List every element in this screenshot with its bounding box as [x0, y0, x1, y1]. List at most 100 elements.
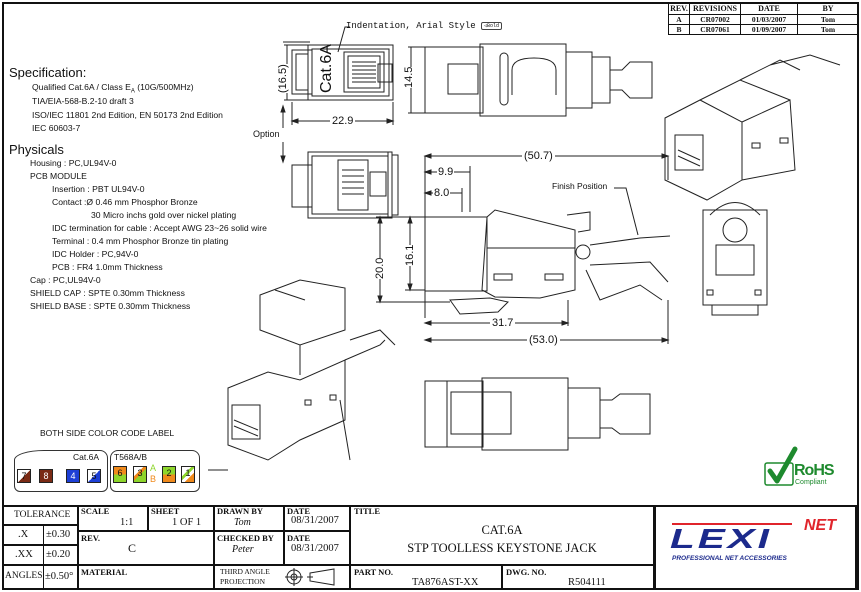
- isometric-view-assembled: [664, 54, 841, 201]
- spec-line: IEC 60603-7: [32, 123, 81, 133]
- spec-line: TIA/EIA-568-B.2-10 draft 3: [32, 96, 134, 106]
- front-view-top: [280, 26, 395, 164]
- t568-label-box: [110, 450, 200, 492]
- drawn-by-signature: Tom: [234, 517, 251, 528]
- sheet-value: 1 OF 1: [172, 517, 202, 528]
- rohs-compliant-text: Compliant: [795, 479, 827, 486]
- scale-value: 1:1: [120, 517, 134, 528]
- scale-label: SCALE: [81, 506, 110, 516]
- drawn-by-label: DRAWN BY: [217, 506, 264, 516]
- checked-date-value: 08/31/2007: [291, 543, 339, 554]
- tolerance-cell: [2, 505, 78, 525]
- part-no-label: PART NO.: [354, 567, 394, 577]
- rohs-text: RoHS: [794, 462, 835, 479]
- revision-table: REV. REVISIONS DATE BY A CR07002 01/03/2…: [668, 2, 859, 35]
- color-code-title: BOTH SIDE COLOR CODE LABEL: [40, 428, 175, 438]
- cat6a-label-text: Cat.6A: [73, 452, 99, 462]
- tolerance-label: TOLERANCE: [14, 510, 71, 520]
- xx-tolerance-value: ±0.20: [46, 549, 71, 560]
- dim-22-9: 22.9: [330, 115, 356, 127]
- spec-class-suffix: (10G/500MHz): [134, 82, 194, 92]
- physicals-line: Terminal : 0.4 mm Phosphor Bronze tin pl…: [52, 236, 229, 246]
- title-line-1: CAT.6A: [481, 523, 523, 537]
- spec-class-subscript: A: [130, 88, 135, 95]
- physicals-line: SHIELD BASE : SPTE 0.30mm Thickness: [30, 301, 191, 311]
- projection-line2: PROJECTION: [220, 577, 266, 586]
- rev-label: REV.: [81, 533, 100, 543]
- spec-line: ISO/IEC 11801 2nd Edition, EN 50173 2nd …: [32, 110, 223, 120]
- rohs-check-icon: [764, 446, 798, 486]
- table-row: B CR07061 01/09/2007 Tom: [668, 24, 859, 35]
- dim-9-9: 9.9: [437, 166, 455, 178]
- physicals-line: IDC termination for cable : Accept AWG 2…: [52, 223, 267, 233]
- label-pointer-line: [339, 399, 351, 461]
- logo-cell: [654, 505, 857, 590]
- physicals-line: Contact :Ø 0.46 mm Phosphor Bronze: [52, 197, 198, 207]
- material-label: MATERIAL: [81, 567, 128, 577]
- dim-16-1: 16.1: [404, 244, 416, 266]
- pin-5-swatch: 5: [87, 469, 101, 483]
- drawn-date-value: 08/31/2007: [291, 515, 339, 526]
- projection-line1: THIRD ANGLE: [220, 567, 270, 576]
- dim-53-0: (53.0): [527, 334, 560, 346]
- by-cell: Tom: [797, 24, 859, 35]
- exploded-isometric-view: [227, 279, 396, 461]
- x-tolerance-value: ±0.30: [46, 529, 71, 540]
- angles-label: ANGLES: [5, 571, 43, 581]
- logo-brand-suffix: NET: [804, 517, 836, 534]
- drawn-date-label: DATE: [287, 506, 310, 516]
- pin-1-swatch: 1: [181, 466, 195, 483]
- cat6a-label-box: [14, 450, 108, 492]
- dim-50-7: (50.7): [522, 150, 555, 162]
- pin-6-swatch: 6: [113, 466, 127, 483]
- logo-brand: LEXI: [670, 523, 772, 554]
- dim-31-7: 31.7: [490, 317, 516, 329]
- physicals-line: Insertion : PBT UL94V-0: [52, 184, 145, 194]
- checked-by-signature: Peter: [232, 544, 254, 555]
- title-line-2: STP TOOLLESS KEYSTONE JACK: [407, 541, 597, 555]
- company-logo: LEXI NET PROFESSIONAL NET ACCESSORIES: [670, 517, 850, 569]
- x-tolerance-label: .X: [18, 529, 29, 540]
- physicals-line: Cap : PC,UL94V-0: [30, 275, 101, 285]
- checked-date-label: DATE: [287, 533, 310, 543]
- angles-value: ±0.50°: [45, 571, 74, 582]
- logo-stripe: [672, 523, 792, 525]
- isometric-view-rear: [702, 202, 768, 316]
- spec-line: Qualified Cat.6A / Class EA (10G/500MHz): [32, 82, 194, 95]
- pin-2-swatch: 2: [162, 466, 176, 483]
- physicals-line: 30 Micro inchs gold over nickel plating: [91, 210, 237, 220]
- indentation-text: Indentation, Arial Style: [346, 21, 476, 31]
- side-view: [376, 153, 671, 344]
- pin-7-swatch: 7: [17, 469, 31, 483]
- specification-heading: Specification:: [9, 65, 87, 80]
- title-label: TITLE: [354, 506, 380, 516]
- physicals-line: SHIELD CAP : SPTE 0.30mm Thickness: [30, 288, 185, 298]
- option-label: Option: [253, 129, 280, 139]
- cat6a-marking: Cat.6A: [318, 44, 335, 93]
- spec-class-text: Qualified Cat.6A / Class E: [32, 82, 131, 92]
- front-view-middle: [291, 151, 399, 219]
- logo-tagline: PROFESSIONAL NET ACCESSORIES: [672, 555, 787, 562]
- dwg-no-label: DWG. NO.: [506, 567, 547, 577]
- physicals-line: PCB : FR4 1.0mm Thickness: [52, 262, 163, 272]
- top-view: [408, 43, 653, 117]
- bold-tag: ◁Bold: [481, 21, 503, 30]
- finish-position-label: Finish Position: [552, 181, 608, 191]
- xx-tolerance-label: .XX: [15, 549, 33, 560]
- pin-8-swatch: 8: [39, 469, 53, 483]
- bold-tag-text: Bold: [487, 22, 500, 29]
- indentation-note: Indentation, Arial Style ◁Bold: [346, 21, 503, 31]
- ab-label-b: B: [150, 474, 157, 484]
- t568-label-text: T568A/B: [114, 452, 148, 462]
- title-block: TOLERANCE .X ±0.30 .XX ±0.20 ANGLES ±0.5…: [2, 505, 859, 590]
- checked-by-label: CHECKED BY: [217, 533, 274, 543]
- pin-3-swatch: 3: [133, 466, 147, 483]
- dim-16-5: (16.5): [277, 64, 289, 93]
- pin-4-swatch: 4: [66, 469, 80, 483]
- dim-14-5: 14.5: [403, 66, 415, 88]
- physicals-line: IDC Holder : PC,94V-0: [52, 249, 139, 259]
- bottom-view: [424, 377, 651, 451]
- physicals-heading: Physicals: [9, 142, 64, 157]
- third-angle-projection-icon: [285, 568, 335, 586]
